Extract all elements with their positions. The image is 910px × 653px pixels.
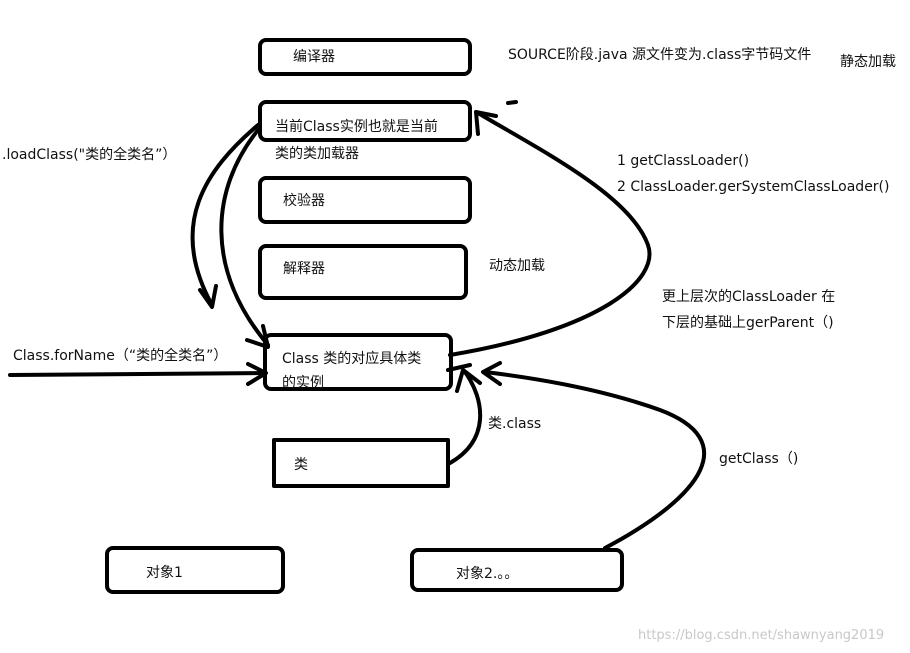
class-box-label: 类 (294, 457, 308, 473)
arrowhead-loader-inner (245, 324, 270, 349)
object2-box (410, 548, 624, 592)
current-class-loader-label-2: 类的类加载器 (275, 146, 359, 162)
source-stage-text: SOURCE阶段.java 源文件变为.class字节码文件 (508, 47, 812, 63)
verifier-label: 校验器 (283, 193, 325, 209)
current-class-loader-label-1: 当前Class实例也就是当前 (275, 119, 438, 135)
get-class-text: getClass（) (719, 451, 799, 467)
get-class-loader-text-2: 2 ClassLoader.gerSystemClassLoader() (617, 179, 890, 195)
dot-class-text: 类.class (488, 416, 542, 432)
object1-box (105, 546, 285, 594)
dynamic-loading-text: 动态加载 (489, 258, 545, 274)
object1-label: 对象1 (146, 565, 183, 581)
class-instance-label-2: 的实例 (282, 375, 324, 391)
arrowhead-loader-outer (198, 284, 218, 309)
arrow-instance-to-loader (448, 111, 652, 357)
static-loading-text: 静态加载 (840, 54, 896, 70)
for-name-text: Class.forName（“类的全类名”） (13, 348, 228, 364)
arrow-loader-to-instance-inner (219, 128, 270, 347)
verifier-box (258, 176, 472, 224)
arrowhead-classbox (455, 368, 482, 393)
watermark-text: https://blog.csdn.net/shawnyang2019 (638, 628, 885, 643)
object2-label: 对象2.。。 (456, 566, 519, 582)
class-instance-box (263, 333, 453, 391)
class-instance-label-1: Class 类的对应具体类 (282, 351, 422, 367)
parent-loader-text-2: 下层的基础上gerParent（) (662, 315, 834, 331)
compiler-label: 编译器 (293, 49, 335, 65)
load-class-text: .loadClass("类的全类名”） (2, 147, 177, 163)
arrow-object2-to-instance (483, 370, 706, 550)
arrow-loader-to-instance-outer (190, 123, 260, 307)
arrowhead-object2 (481, 361, 502, 386)
interpreter-box (258, 244, 468, 300)
current-class-loader-box (258, 100, 472, 142)
arrow-forname-to-instance (8, 371, 267, 377)
parent-loader-text-1: 更上层次的ClassLoader 在 (662, 289, 836, 305)
get-class-loader-text-1: 1 getClassLoader() (617, 153, 750, 169)
arrow-classbox-to-instance (448, 370, 483, 465)
class-box (272, 438, 450, 488)
interpreter-label: 解释器 (283, 261, 325, 277)
stroke-fragment (506, 100, 518, 105)
compiler-box (258, 38, 472, 76)
arrowhead-instance-to-loader (474, 110, 498, 136)
